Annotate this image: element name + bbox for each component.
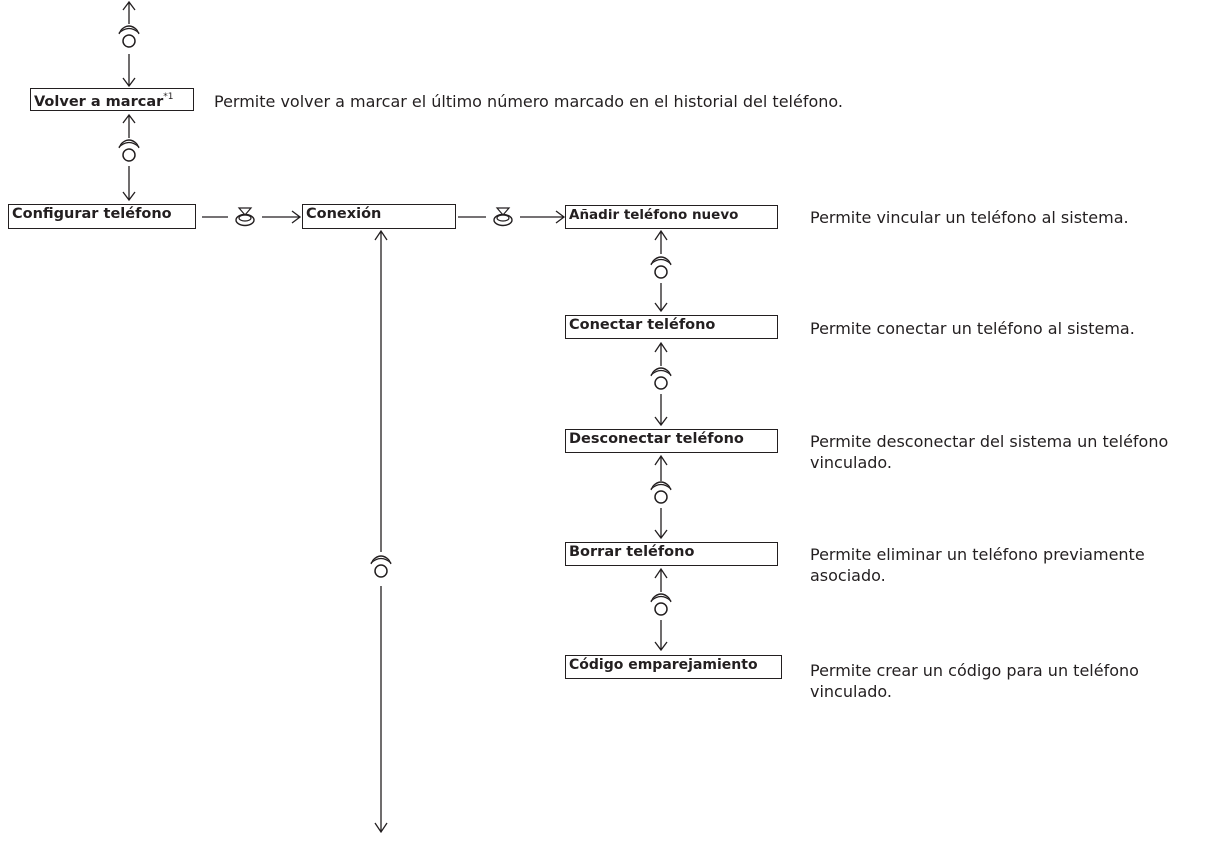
menu-item-add-phone: Añadir teléfono nuevo	[565, 205, 778, 229]
add-phone-label: Añadir teléfono nuevo	[569, 207, 739, 223]
rotate-knob-icon	[118, 139, 140, 162]
menu-item-redial: Volver a marcar*1	[30, 88, 194, 111]
footnote-marker: *1	[163, 92, 174, 102]
connect-phone-description: Permite conectar un teléfono al sistema.	[810, 319, 1135, 338]
add-phone-description: Permite vincular un teléfono al sistema.	[810, 208, 1129, 227]
delete-phone-label: Borrar teléfono	[569, 544, 695, 560]
desc-line: Permite crear un código para un teléfono	[810, 661, 1139, 680]
redial-label: Volver a marcar	[34, 93, 164, 110]
rotate-knob-icon	[118, 25, 140, 48]
disconnect-phone-label: Desconectar teléfono	[569, 431, 744, 447]
redial-description: Permite volver a marcar el último número…	[214, 92, 843, 111]
desc-line: Permite eliminar un teléfono previamente	[810, 545, 1145, 564]
pairing-code-description: Permite crear un código para un teléfono…	[810, 660, 1139, 702]
delete-phone-description: Permite eliminar un teléfono previamente…	[810, 544, 1145, 586]
rotate-knob-icon	[370, 555, 392, 578]
menu-item-pairing-code: Código emparejamiento	[565, 655, 782, 679]
press-knob-icon	[493, 207, 513, 227]
pairing-code-label: Código emparejamiento	[569, 657, 758, 673]
menu-item-delete-phone: Borrar teléfono	[565, 542, 778, 566]
connection-label: Conexión	[306, 206, 382, 222]
menu-item-disconnect-phone: Desconectar teléfono	[565, 429, 778, 453]
rotate-knob-icon	[650, 256, 672, 279]
desc-line: asociado.	[810, 566, 886, 585]
desc-line: Permite desconectar del sistema un teléf…	[810, 432, 1169, 451]
menu-item-phone-setup: Configurar teléfono	[8, 204, 196, 229]
rotate-knob-icon	[650, 367, 672, 390]
disconnect-phone-description: Permite desconectar del sistema un teléf…	[810, 431, 1168, 473]
desc-line: vinculado.	[810, 453, 892, 472]
desc-line: vinculado.	[810, 682, 892, 701]
rotate-knob-icon	[650, 481, 672, 504]
connector-lines	[122, 0, 668, 834]
menu-item-connection: Conexión	[302, 204, 456, 229]
menu-item-connect-phone: Conectar teléfono	[565, 315, 778, 339]
rotate-knob-icon	[650, 593, 672, 616]
connect-phone-label: Conectar teléfono	[569, 317, 716, 333]
press-knob-icon	[235, 207, 255, 227]
phone-setup-label: Configurar teléfono	[12, 206, 172, 222]
